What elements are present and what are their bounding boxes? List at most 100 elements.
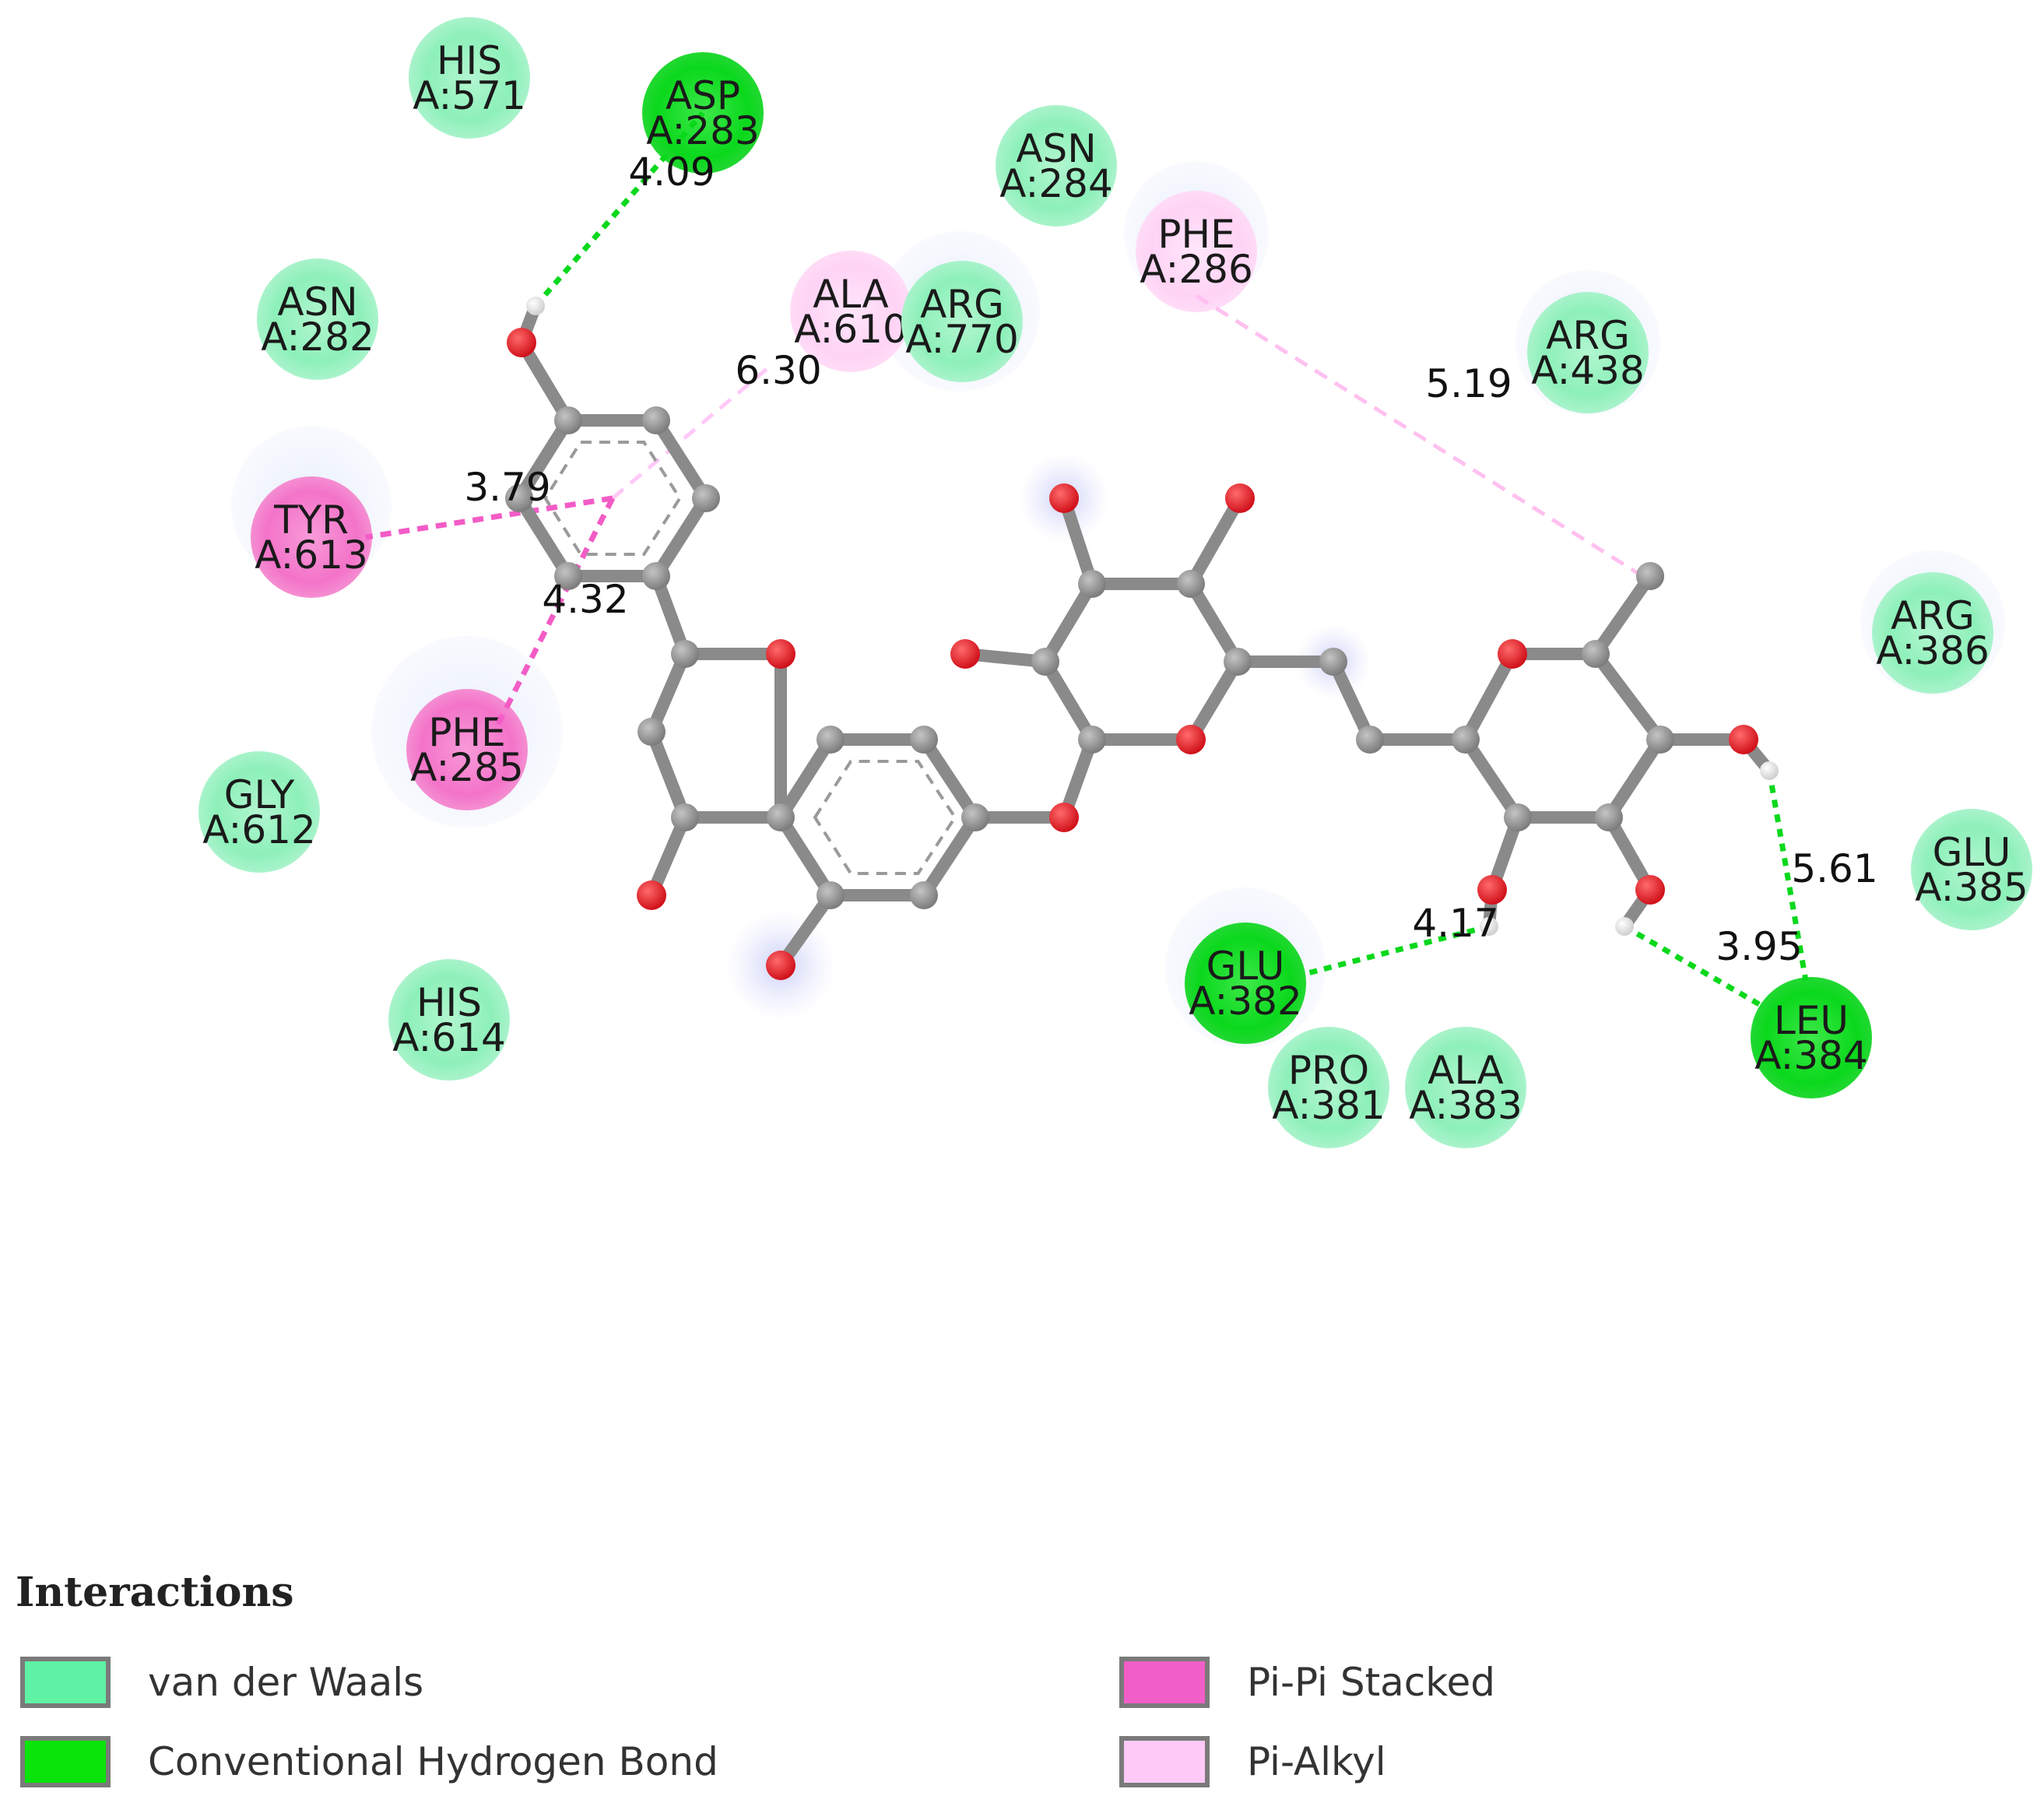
residue-name: GLU <box>1933 830 2011 875</box>
residue-name: HIS <box>437 38 502 83</box>
residue-name: PHE <box>428 710 505 755</box>
legend-label: van der Waals <box>148 1660 424 1705</box>
ligand-bond <box>1185 492 1246 590</box>
residue-name: PHE <box>1157 212 1234 257</box>
oxygen-atom <box>1635 875 1665 905</box>
ligand-bond <box>645 726 691 824</box>
hydrogen-atom <box>526 297 545 315</box>
residue-disc <box>388 959 510 1081</box>
legend-label: Pi-Pi Stacked <box>1247 1660 1495 1705</box>
ligand-bond <box>1459 733 1524 824</box>
oxygen-atom <box>1049 803 1079 832</box>
oxygen-atom <box>1729 725 1758 754</box>
residue-disc <box>1405 1027 1526 1148</box>
residue-name: ASP <box>666 73 740 118</box>
distance-label-tyr613: 3.79 <box>464 465 550 510</box>
ligand-bond <box>1039 655 1098 746</box>
carbon-atom <box>1646 726 1674 754</box>
residue-number: A:386 <box>1876 628 1990 673</box>
oxygen-atom <box>766 951 795 980</box>
legend-title: Interactions <box>16 1569 294 1616</box>
pialkyl-line-ala610 <box>611 364 772 500</box>
residue-number: A:612 <box>202 807 316 852</box>
residue-disc <box>257 258 378 380</box>
distance-label-phe286: 5.19 <box>1425 361 1512 406</box>
residue-name: GLY <box>224 772 295 817</box>
residue-number: A:282 <box>261 315 374 360</box>
pistack-line-tyr613 <box>365 495 613 540</box>
residue-number: A:770 <box>905 317 1019 362</box>
residue-name: PRO <box>1288 1048 1369 1093</box>
oxygen-atom <box>950 639 980 669</box>
residue-number: A:286 <box>1140 247 1253 292</box>
ligand-bond <box>1185 655 1244 746</box>
residue-disc <box>409 17 530 139</box>
legend-item-pi-alkyl: Pi-Alkyl <box>1119 1736 1386 1787</box>
ligand-atoms <box>505 297 1779 980</box>
residue-disc <box>1751 977 1872 1098</box>
carbon-atom <box>1031 648 1059 676</box>
pialkyl-line-phe286 <box>1195 293 1644 578</box>
carbon-atom <box>1452 726 1480 754</box>
carbon-atom <box>642 406 670 434</box>
ligand-bond <box>1589 648 1666 746</box>
ligand-bond <box>1603 733 1666 824</box>
residue-name: TYR <box>273 497 349 543</box>
ligand-bond <box>513 492 574 582</box>
ligand-bond <box>513 414 574 504</box>
carbon-atom <box>817 726 845 754</box>
residue-disc <box>251 476 372 598</box>
carbon-atom <box>637 718 666 746</box>
residue-number: A:382 <box>1189 979 1302 1024</box>
carbon-atom <box>1078 726 1106 754</box>
ligand-bond <box>1058 492 1098 590</box>
residue-disc <box>1527 292 1649 413</box>
ligand-bond <box>1459 648 1519 746</box>
ligand-bond <box>918 811 982 901</box>
residue-name: ALA <box>1428 1048 1503 1093</box>
residue-name: ASN <box>1016 126 1096 171</box>
legend-swatch-conventional-hydrogen-bond <box>20 1736 111 1787</box>
hbond-line-asp283 <box>533 111 705 308</box>
residue-disc <box>1268 1027 1389 1148</box>
distance-label-phe285: 4.32 <box>542 577 628 622</box>
aromatic-ring <box>813 760 957 875</box>
carbon-atom <box>671 640 699 668</box>
carbon-atom <box>554 562 582 590</box>
carbon-atom <box>1319 648 1347 676</box>
hbond-line-leu384-a <box>1766 770 1809 982</box>
ligand-bond <box>650 492 712 582</box>
carbon-atom <box>1595 803 1623 831</box>
residue-disc <box>996 105 1117 227</box>
residue-disc <box>1911 809 2032 930</box>
legend-swatch-van-der-waals <box>20 1657 111 1708</box>
ligand-bond <box>918 733 982 824</box>
residue-number: A:383 <box>1409 1083 1522 1128</box>
legend-swatch-pi-alkyl <box>1119 1736 1210 1787</box>
residue-name: ASN <box>277 279 357 325</box>
residue-number: A:571 <box>413 73 526 118</box>
residue-disc <box>1185 923 1306 1044</box>
hbond-line-glu382 <box>1307 923 1490 976</box>
ligand-bond <box>774 811 837 901</box>
residue-disc <box>1136 191 1257 312</box>
ligand-bond <box>1589 570 1656 660</box>
residue-name: GLU <box>1206 944 1285 989</box>
residue-name: ARG <box>920 282 1004 327</box>
oxygen-atom <box>1498 639 1527 669</box>
carbon-atom <box>1504 803 1532 831</box>
residue-disc <box>790 251 911 372</box>
distance-label-asp283: 4.09 <box>628 149 715 195</box>
